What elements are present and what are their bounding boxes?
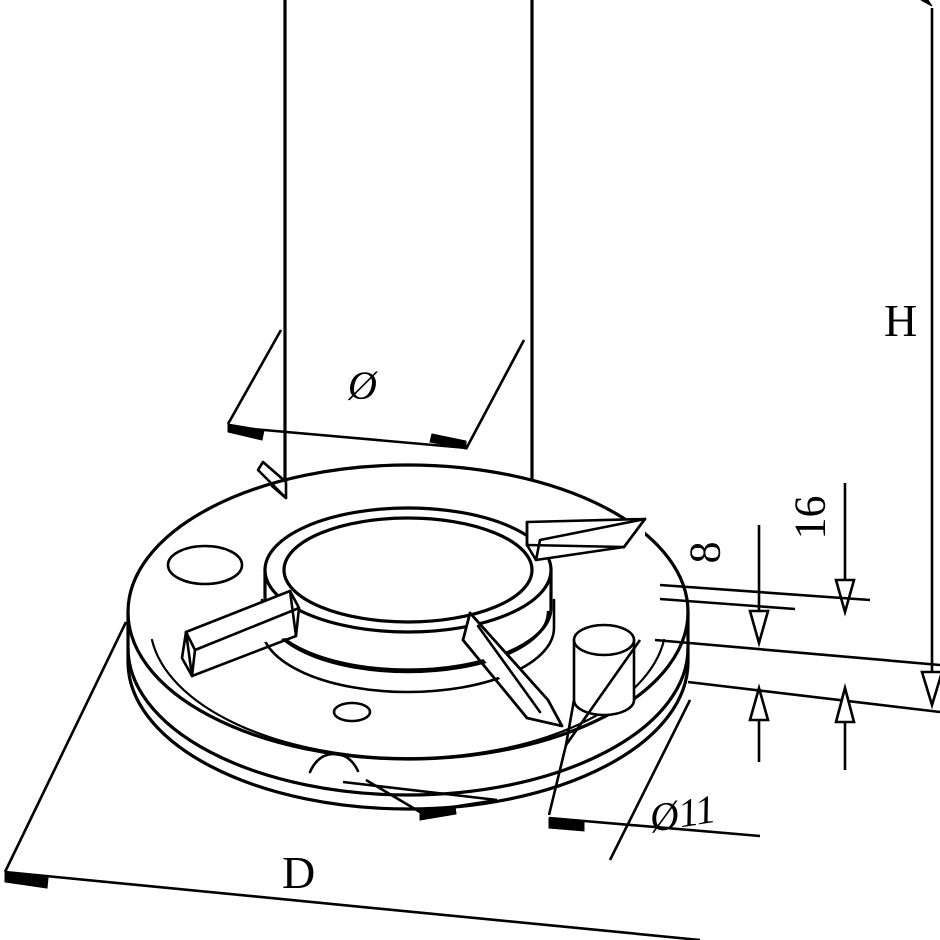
dimension-bolt-hole-diameter [342, 639, 761, 838]
dimension-label-overall-height: H [884, 295, 918, 346]
bolt-hole [332, 701, 372, 723]
dimension-label-tube-diameter: Ø [348, 363, 377, 408]
dimension-hub-height [659, 483, 871, 770]
bolt-hole [166, 544, 244, 586]
dimension-tube-diameter [226, 329, 526, 450]
dimension-label-flange-diameter: D [282, 847, 316, 898]
gusset-rib [256, 460, 288, 500]
edge-notch [308, 752, 360, 774]
gusset-rib [180, 589, 301, 678]
dimension-label-hub-height: 16 [785, 495, 835, 540]
cable-pin [564, 623, 636, 747]
dimension-flange-diameter [3, 621, 701, 940]
gusset-rib [461, 611, 564, 728]
dimension-label-plate-thickness: 8 [680, 541, 730, 564]
dimension-plate-thickness [654, 525, 940, 762]
gusset-rib [525, 517, 647, 562]
dimension-overall-height [687, 0, 940, 714]
